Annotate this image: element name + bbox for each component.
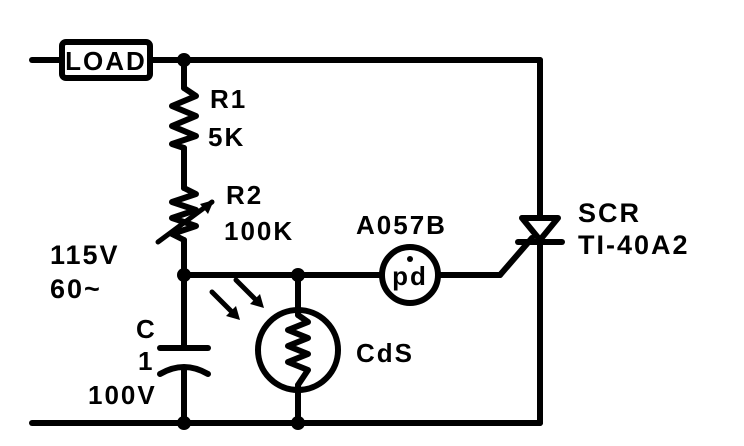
r2-value: 100K bbox=[224, 216, 294, 246]
cds-envelope bbox=[255, 307, 341, 393]
cds-zigzag bbox=[285, 312, 311, 388]
r1-value: 5K bbox=[208, 122, 245, 152]
scr-name: SCR bbox=[578, 198, 641, 228]
r2-name: R2 bbox=[226, 180, 263, 210]
r1-name: R1 bbox=[210, 84, 247, 114]
light-arrowhead-icon bbox=[250, 294, 264, 308]
neon-lamp: pd A057B bbox=[356, 210, 447, 306]
r2-variable-resistor: R2 100K bbox=[155, 180, 294, 246]
load-box bbox=[59, 39, 153, 81]
junction-dot bbox=[177, 416, 191, 430]
junction-dot bbox=[177, 53, 191, 67]
neon-symbol: pd bbox=[392, 261, 428, 291]
r2-wiper-arrow bbox=[155, 199, 215, 245]
load-label: LOAD bbox=[65, 46, 147, 76]
r1-resistor: R1 5K bbox=[169, 84, 247, 152]
light-arrowhead-icon bbox=[226, 306, 240, 320]
cds-label: CdS bbox=[356, 338, 414, 368]
junctions bbox=[177, 53, 305, 430]
scr-part: TI-40A2 bbox=[578, 230, 690, 260]
r2-zigzag bbox=[169, 185, 199, 243]
light-arrow-icon bbox=[209, 289, 237, 317]
scr-triangle bbox=[519, 215, 561, 243]
capacitor: C 1 100V bbox=[88, 314, 211, 410]
junction-dot bbox=[291, 416, 305, 430]
source-frequency: 60~ bbox=[50, 274, 102, 304]
cap-value: 1 bbox=[138, 346, 154, 376]
cap-name: C bbox=[136, 314, 157, 344]
source-voltage: 115V bbox=[50, 240, 120, 270]
junction-dot bbox=[177, 268, 191, 282]
light-arrow-icon bbox=[233, 277, 261, 305]
neon-envelope bbox=[379, 244, 441, 306]
cap-bottom-plate bbox=[157, 364, 211, 377]
load-component: LOAD bbox=[59, 39, 153, 81]
neon-part: A057B bbox=[356, 210, 447, 240]
cds-photocell: CdS bbox=[255, 307, 414, 393]
junction-dot bbox=[291, 268, 305, 282]
neon-gas-dot bbox=[407, 256, 413, 262]
scr: SCR TI-40A2 bbox=[515, 198, 690, 260]
r1-zigzag bbox=[169, 85, 199, 151]
light-arrows bbox=[209, 277, 264, 320]
cap-rating: 100V bbox=[88, 380, 157, 410]
r2-arrowhead bbox=[200, 200, 214, 214]
source-labels: 115V 60~ bbox=[50, 240, 120, 304]
